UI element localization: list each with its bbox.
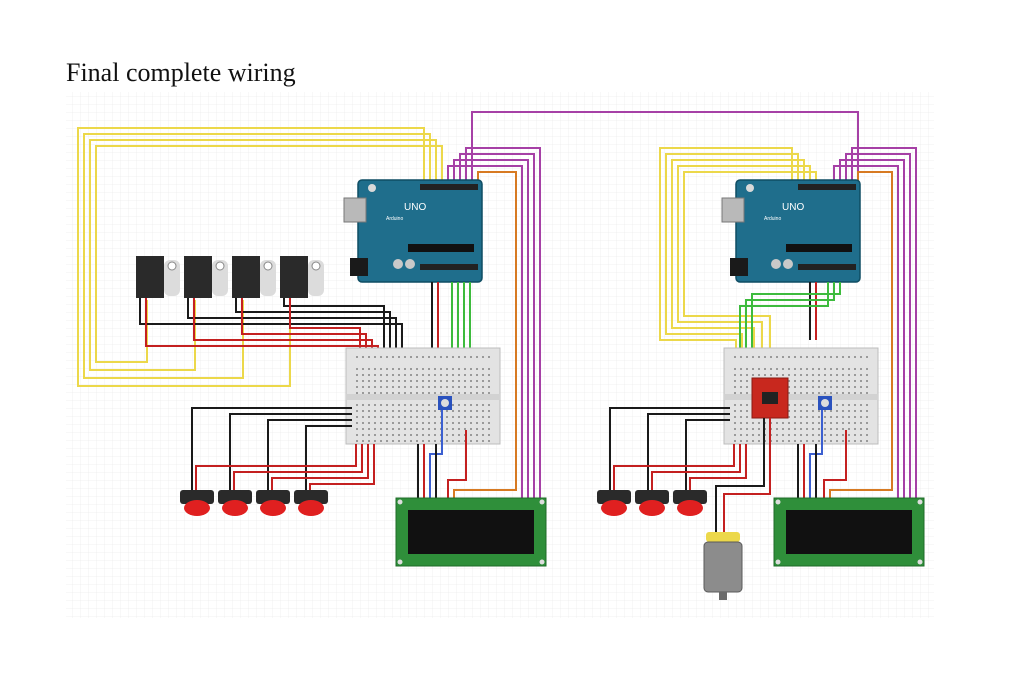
left-circuit: UNO Arduino [77, 111, 859, 567]
servo-icon [280, 256, 324, 298]
board-brand-text: Arduino [386, 216, 403, 222]
servo-icon [136, 256, 180, 298]
push-buttons-right [597, 490, 707, 516]
motor-driver-board [751, 377, 789, 419]
arduino-board-left: UNO Arduino [343, 179, 483, 283]
yellow-wires-left [77, 127, 443, 387]
lcd-display-left [395, 497, 547, 567]
servo-icon [232, 256, 276, 298]
orange-wire-right [829, 171, 893, 500]
arduino-board-right: UNO Arduino [721, 179, 861, 283]
breadboard-right [723, 347, 879, 445]
servo-icon [184, 256, 228, 298]
lcd-display-right [773, 497, 925, 567]
push-button-icon [180, 490, 214, 516]
orange-wire-left [453, 171, 517, 500]
push-button-icon [635, 490, 669, 516]
breadboard-left [345, 347, 501, 445]
push-button-icon [218, 490, 252, 516]
board-logo-text: UNO [782, 202, 804, 213]
board-logo-text: UNO [404, 202, 426, 213]
servo-motors-left [136, 256, 324, 298]
push-button-icon [597, 490, 631, 516]
push-button-icon [256, 490, 290, 516]
dc-motor-icon [703, 532, 743, 600]
yellow-wires-right [659, 147, 817, 350]
push-button-icon [294, 490, 328, 516]
page-title: Final complete wiring [66, 58, 296, 87]
board-brand-text: Arduino [764, 216, 781, 222]
push-button-icon [673, 490, 707, 516]
push-buttons-left [180, 490, 328, 516]
right-circuit: UNO Arduino [597, 147, 925, 600]
